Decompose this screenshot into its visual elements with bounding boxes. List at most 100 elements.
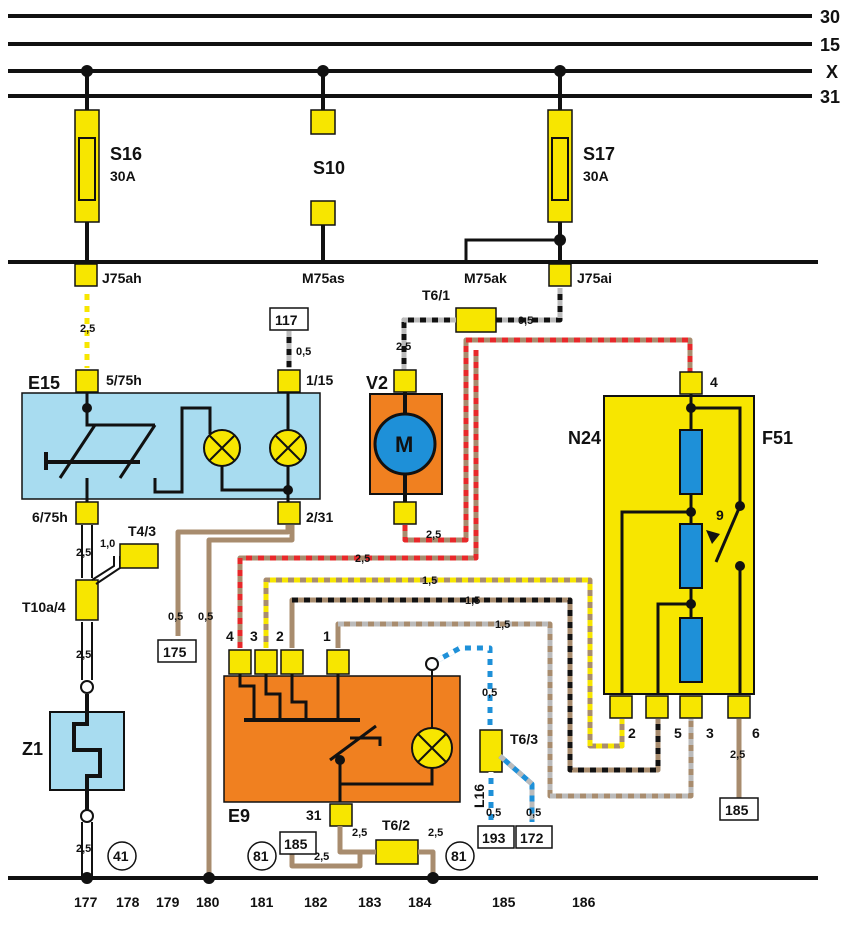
bottom-number: 186 — [572, 894, 596, 910]
wire-size-t6-2-c: 2,5 — [314, 851, 329, 863]
wire-size-e15-a: 2,5 — [76, 547, 91, 559]
ref-117: 117 — [275, 312, 298, 328]
motor-v2-name: V2 — [366, 373, 388, 393]
wire-size-t6-1-a: 2,5 — [396, 341, 411, 353]
connector-m75as: M75as — [302, 270, 345, 286]
relay-pin-5: 5 — [674, 725, 682, 741]
plug-t6-1: T6/1 — [422, 287, 450, 303]
wire-size-j75ah: 2,5 — [80, 323, 95, 335]
fuse-s10: S10 — [310, 65, 345, 262]
ref-185-b: 185 — [284, 836, 308, 852]
wire-size-e9-1: 1,5 — [495, 619, 510, 631]
connector-m75ak: M75ak — [464, 270, 507, 286]
relay-pin-3: 3 — [706, 725, 714, 741]
lamp-l16-name: L16 — [471, 784, 487, 808]
relay-n24-f51: 4 N24 F51 9 2 5 3 6 2,5 185 — [568, 371, 793, 821]
switch-e15-name: E15 — [28, 373, 60, 393]
bus-label-15: 15 — [820, 35, 840, 55]
switch-e15: E15 5/75h 1/15 6/75h 2/31 — [21, 369, 333, 525]
relay-pin-4: 4 — [710, 374, 718, 390]
connector-j75ai: J75ai — [577, 270, 612, 286]
wire-size-180: 0,5 — [198, 611, 213, 623]
bottom-number: 184 — [408, 894, 432, 910]
bus-lines: 30 15 X 31 — [8, 7, 840, 880]
switch-e9-name: E9 — [228, 806, 250, 826]
fuse-s17-name: S17 — [583, 144, 615, 164]
plug-t4-3: T4/3 — [128, 523, 156, 539]
bottom-number: 180 — [196, 894, 220, 910]
wire-size-117: 0,5 — [296, 346, 311, 358]
switch-e15-pin-6-75h: 6/75h — [32, 509, 68, 525]
wire-size-175: 0,5 — [168, 611, 183, 623]
wire-size-l16-b: 0,5 — [526, 807, 541, 819]
circle-ref-41: 41 — [113, 848, 129, 864]
circle-ref-81-b: 81 — [451, 848, 467, 864]
ref-175: 175 — [163, 644, 187, 660]
switch-e9-pin-3: 3 — [250, 628, 258, 644]
switch-e9-pin-1: 1 — [323, 628, 331, 644]
circle-ref-81-a: 81 — [253, 848, 269, 864]
switch-e15-pin-2-31: 2/31 — [306, 509, 333, 525]
bottom-number: 181 — [250, 894, 274, 910]
ref-172: 172 — [520, 830, 544, 846]
plug-t6-2-circuit: 2,5 T6/2 2,5 2,5 185 81 — [279, 817, 475, 884]
bus-label-x: X — [826, 62, 838, 82]
relay-contact-9: 9 — [716, 507, 724, 523]
connector-j75ah: J75ah — [102, 270, 142, 286]
relay-f51-name: F51 — [762, 428, 793, 448]
relay-pin-6: 6 — [752, 725, 760, 741]
switch-e15-pin-5-75h: 5/75h — [106, 372, 142, 388]
wire-size-v2: 2,5 — [426, 529, 441, 541]
bottom-numbers: 177 178 179 180 181 182 183 184 185 186 — [74, 894, 596, 910]
switch-e9-pin-4: 4 — [226, 628, 234, 644]
wire-size-n24-6: 2,5 — [730, 749, 745, 761]
switch-e9-pin-31: 31 — [306, 807, 322, 823]
wire-size-t4-3: 1,0 — [100, 538, 115, 550]
lamp-l16-circuit: 0,5 T6/3 L16 0,5 0,5 193 172 — [436, 645, 553, 849]
bottom-number: 185 — [492, 894, 516, 910]
bottom-number: 177 — [74, 894, 98, 910]
motor-v2-circuit: 0,5 T6/1 2,5 V2 M 2,5 — [366, 287, 693, 543]
bus-label-31: 31 — [820, 87, 840, 107]
wires-e9-relay: 2,5 1,5 1,5 1,5 — [237, 350, 694, 799]
fuse-s17: S17 30A — [464, 65, 615, 262]
ref-185-a: 185 — [725, 802, 749, 818]
bottom-number: 179 — [156, 894, 180, 910]
plug-t10a-4: T10a/4 — [22, 599, 66, 615]
bottom-number: 182 — [304, 894, 328, 910]
fuse-s16-rating: 30A — [110, 168, 136, 184]
wire-e15-z1: 2,5 T10a/4 1,0 T4/3 2,5 — [22, 523, 159, 694]
bottom-number: 178 — [116, 894, 140, 910]
wire-size-t6-2-b: 2,5 — [428, 827, 443, 839]
switch-e15-pin-1-15: 1/15 — [306, 372, 333, 388]
wire-size-e9-2: 1,5 — [465, 595, 480, 607]
relay-n24-name: N24 — [568, 428, 601, 448]
wire-size-t6-2-a: 2,5 — [352, 827, 367, 839]
fuse-s16-name: S16 — [110, 144, 142, 164]
wire-size-t6-1-b: 0,5 — [518, 315, 533, 327]
component-z1: Z1 2,5 41 — [22, 694, 137, 884]
ground-wires: 0,5 175 0,5 81 — [157, 525, 295, 884]
central-connectors: J75ah M75as M75ak J75ai — [74, 263, 612, 287]
bottom-number: 183 — [358, 894, 382, 910]
ref-193: 193 — [482, 830, 506, 846]
plug-t6-3: T6/3 — [510, 731, 538, 747]
fuse-s10-name: S10 — [313, 158, 345, 178]
component-z1-name: Z1 — [22, 739, 43, 759]
wire-size-l16-a: 0,5 — [486, 807, 501, 819]
wire-117-e15: 117 0,5 — [269, 307, 311, 368]
wire-j75ah-e15: 2,5 — [80, 288, 95, 368]
wire-size-z1: 2,5 — [76, 843, 91, 855]
wire-size-e15-b: 2,5 — [76, 649, 91, 661]
plug-t6-2: T6/2 — [382, 817, 410, 833]
switch-e9-pin-2: 2 — [276, 628, 284, 644]
motor-v2-symbol: M — [395, 432, 413, 457]
wire-size-e9-3: 1,5 — [422, 575, 437, 587]
wire-size-lamp: 0,5 — [482, 687, 497, 699]
switch-e9: 4 3 2 1 31 E9 — [223, 628, 461, 827]
fuse-s17-rating: 30A — [583, 168, 609, 184]
wire-size-e9-4: 2,5 — [355, 553, 370, 565]
fuse-s16: S16 30A — [74, 65, 142, 262]
bus-label-30: 30 — [820, 7, 840, 27]
